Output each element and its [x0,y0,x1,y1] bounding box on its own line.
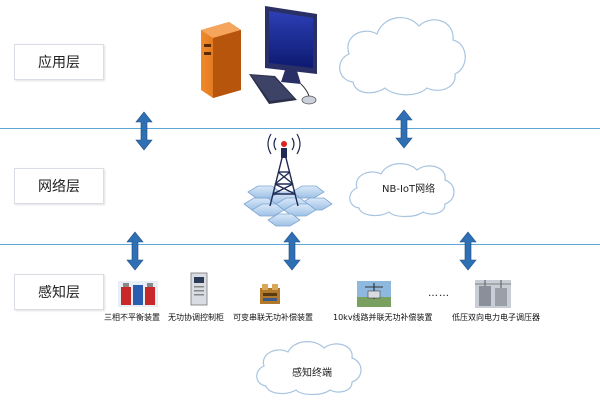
terminal-cloud [256,341,362,396]
nb-iot-network-label: NB-IoT网络 [382,184,436,195]
series-reactive-compensation-icon [260,284,280,304]
arrow-app-net-left [135,111,153,151]
arrow-net-perc-center [283,231,301,271]
three-phase-unbalance-device-icon [118,281,158,307]
application-cloud [339,17,466,96]
perception-layer-label: 感知层 [14,274,104,310]
device-label-three-phase: 三相不平衡装置 [104,313,160,322]
reactive-power-control-cabinet-icon [190,272,208,306]
device-label-parallel-compensation: 10kv线路并联无功补偿装置 [333,313,433,322]
arrow-net-perc-right [459,231,477,271]
computer-icon [201,6,317,105]
arrow-net-perc-left [126,231,144,271]
device-label-voltage-regulator: 低压双向电力电子调压器 [452,313,540,322]
arrow-app-net-right [395,109,413,149]
parallel-reactive-compensation-icon [357,281,391,307]
device-label-control-cabinet: 无功协调控制柜 [168,313,224,322]
more-devices-ellipsis: …… [428,288,450,299]
network-layer-label: 网络层 [14,168,104,204]
application-network-divider [0,128,600,129]
nb-iot-cloud [349,163,455,218]
network-perception-divider [0,244,600,245]
radio-tower-icon [243,133,333,227]
perception-terminal-label: 感知终端 [292,368,332,379]
low-voltage-regulator-icon [475,280,511,308]
application-layer-label: 应用层 [14,44,104,80]
device-label-series-compensation: 可变串联无功补偿装置 [233,313,313,322]
